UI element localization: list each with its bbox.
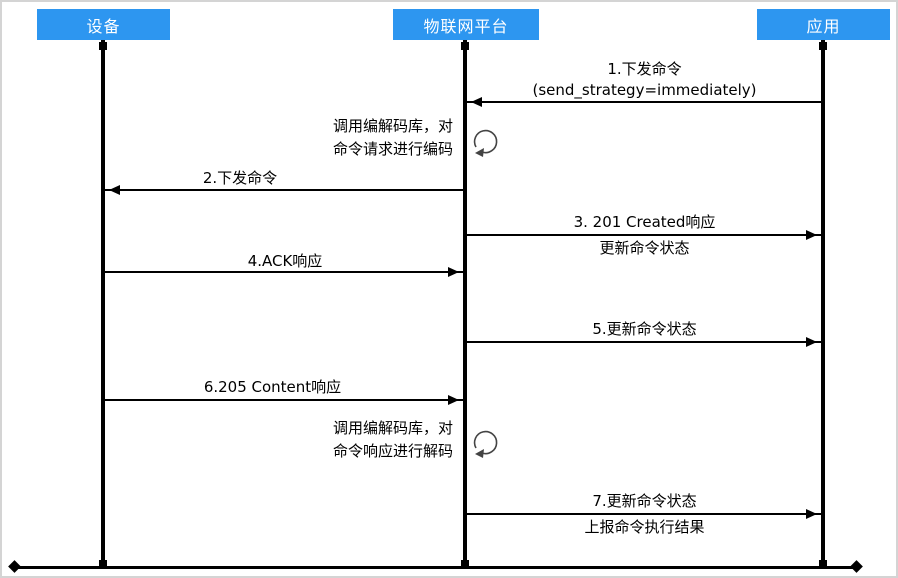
message-label: 2.下发命令 <box>105 168 375 189</box>
message-label-line: 上报命令执行结果 <box>584 518 705 536</box>
message-arrow-1 <box>467 97 821 107</box>
arrowhead-left-icon <box>104 185 120 195</box>
message-label: 1.下发命令 (send_strategy=immediately) <box>472 59 817 101</box>
arrowhead-right-icon <box>806 230 822 240</box>
message-label-line: 5.更新命令状态 <box>592 320 697 338</box>
message-label-line: 7.更新命令状态 <box>592 492 697 510</box>
lifeline-top-dot <box>461 42 469 50</box>
actor-header-device: 设备 <box>37 9 170 40</box>
message-label: 5.更新命令状态 <box>472 319 817 340</box>
message-label: 6.205 Content响应 <box>105 377 440 398</box>
self-message-label: 调用编解码库，对 命令响应进行解码 <box>318 417 468 463</box>
actor-header-app: 应用 <box>757 9 890 40</box>
message-label-line: 命令请求进行编码 <box>332 140 453 158</box>
arrowhead-right-icon <box>806 509 822 519</box>
actor-header-platform: 物联网平台 <box>393 9 539 40</box>
actor-label-app: 应用 <box>806 16 841 36</box>
lifeline-bottom-dot <box>819 560 827 568</box>
arrowhead-right-icon <box>806 337 822 347</box>
diamond-endpoint-left <box>8 560 21 573</box>
message-label-line: 2.下发命令 <box>202 169 278 187</box>
lifeline-app <box>821 40 825 568</box>
message-label-line: 4.ACK响应 <box>247 252 323 270</box>
message-arrow-3 <box>467 230 821 240</box>
message-label: 7.更新命令状态 <box>472 491 817 512</box>
message-arrow-4 <box>105 267 463 277</box>
message-label-line: 调用编解码库，对 <box>332 419 453 437</box>
codec-loop-icon <box>473 129 498 157</box>
codec-loop-icon <box>473 430 498 458</box>
message-label-line: 6.205 Content响应 <box>203 378 342 396</box>
message-label: 上报命令执行结果 <box>472 517 817 538</box>
lifeline-bottom-dot <box>461 560 469 568</box>
lifeline-top-dot <box>99 42 107 50</box>
lifeline-platform <box>463 40 467 568</box>
message-label: 3. 201 Created响应 <box>472 212 817 233</box>
arrowhead-left-icon <box>466 97 482 107</box>
lifeline-top-dot <box>819 42 827 50</box>
message-label-line: 3. 201 Created响应 <box>573 213 716 231</box>
bottom-boundary-line <box>12 566 858 569</box>
message-label-line: 更新命令状态 <box>599 239 690 257</box>
message-arrow-7 <box>467 509 821 519</box>
message-arrow-6 <box>105 395 463 405</box>
message-label: 更新命令状态 <box>472 238 817 259</box>
message-label: 4.ACK响应 <box>105 251 465 272</box>
lifeline-device <box>101 40 105 568</box>
message-label-line: (send_strategy=immediately) <box>532 81 757 99</box>
actor-label-device: 设备 <box>86 16 121 36</box>
message-label-line: 1.下发命令 <box>607 60 682 78</box>
arrowhead-right-icon <box>448 267 464 277</box>
message-arrow-2 <box>105 185 463 195</box>
lifeline-bottom-dot <box>99 560 107 568</box>
message-label-line: 命令响应进行解码 <box>332 442 453 460</box>
diamond-endpoint-right <box>850 560 863 573</box>
actor-label-platform: 物联网平台 <box>423 16 509 36</box>
self-message-label: 调用编解码库，对 命令请求进行编码 <box>318 115 468 161</box>
arrowhead-right-icon <box>448 395 464 405</box>
message-label-line: 调用编解码库，对 <box>332 117 453 135</box>
message-arrow-5 <box>467 337 821 347</box>
